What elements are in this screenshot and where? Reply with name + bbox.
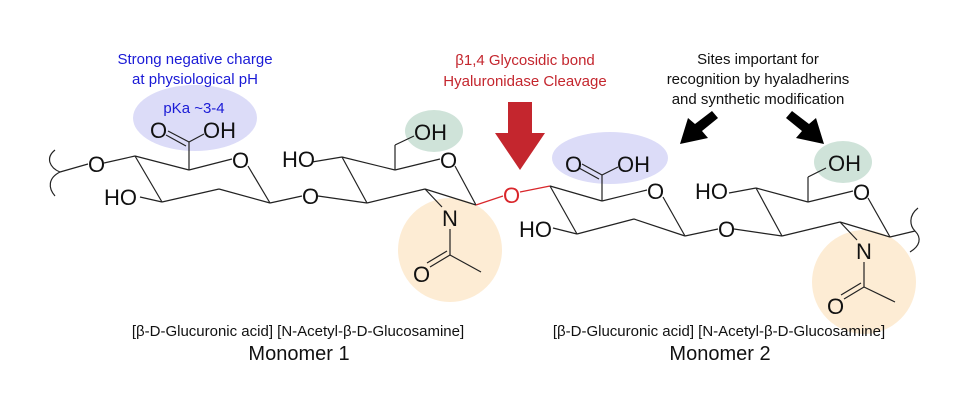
cleavage-annotation-line1: β1,4 Glycosidic bond [455, 52, 595, 69]
cleavage-arrow-icon [495, 102, 545, 170]
atom-ho-ring-4: HO [695, 179, 728, 204]
monomer-1-components: [β-D-Glucuronic acid] [N-Acetyl-β-D-Gluc… [132, 323, 464, 340]
atom-o-ring-2: O [440, 148, 457, 173]
atom-o-linkage-left: O [88, 152, 105, 177]
atom-o-linkage-2: O [718, 217, 735, 242]
atom-o-glycosidic: O [503, 183, 520, 208]
monomer-2-components: [β-D-Glucuronic acid] [N-Acetyl-β-D-Gluc… [553, 323, 885, 340]
chain-terminus-right [909, 207, 920, 253]
atom-o-ring-1: O [232, 148, 249, 173]
atom-o-linkage-1: O [302, 184, 319, 209]
atom-oh-hydroxymethyl-1: OH [414, 120, 447, 145]
atom-oh-carboxyl-2: OH [617, 152, 650, 177]
sites-annotation-line3: and synthetic modification [672, 91, 845, 108]
pka-label: pKa ~3-4 [163, 100, 224, 117]
atom-o-ring-4: O [853, 180, 870, 205]
atom-n-acetyl-1: N [442, 206, 458, 231]
ring-glucosamine-2 [728, 167, 916, 303]
monomer-2-name: Monomer 2 [669, 343, 770, 365]
chain-terminus-left [48, 149, 62, 197]
atom-n-acetyl-2: N [856, 239, 872, 264]
sites-annotation-line1: Sites important for [697, 51, 819, 68]
atom-oh-hydroxymethyl-2: OH [828, 151, 861, 176]
recognition-arrow-right-icon [786, 111, 824, 144]
atom-ho-ring-1: HO [104, 185, 137, 210]
recognition-arrow-left-icon [680, 111, 718, 144]
atom-ho-ring-3: HO [519, 217, 552, 242]
atom-o-carbonyl-2: O [565, 152, 582, 177]
ring-glucuronic-acid-2 [549, 163, 719, 237]
atom-o-acetyl-2: O [827, 294, 844, 319]
carboxyl-highlight-2 [552, 132, 668, 184]
hydroxyl-highlight-1 [405, 110, 463, 152]
atom-o-carbonyl-1: O [150, 118, 167, 143]
atom-ho-ring-2: HO [282, 147, 315, 172]
glycosidic-bond [475, 195, 504, 206]
atom-o-ring-3: O [647, 179, 664, 204]
charge-annotation-line1: Strong negative charge [117, 51, 272, 68]
atom-o-acetyl-1: O [413, 262, 430, 287]
ring-glucuronic-acid-1 [103, 130, 303, 204]
carboxyl-highlight-1 [133, 85, 257, 151]
ring-glucosamine-1 [311, 135, 482, 273]
cleavage-annotation-line2: Hyaluronidase Cleavage [443, 73, 606, 90]
sites-annotation-line2: recognition by hyaladherins [667, 71, 850, 88]
atom-oh-carboxyl-1: OH [203, 118, 236, 143]
hydroxyl-highlight-2 [814, 141, 872, 183]
charge-annotation-line2: at physiological pH [132, 71, 258, 88]
monomer-1-name: Monomer 1 [248, 343, 349, 365]
